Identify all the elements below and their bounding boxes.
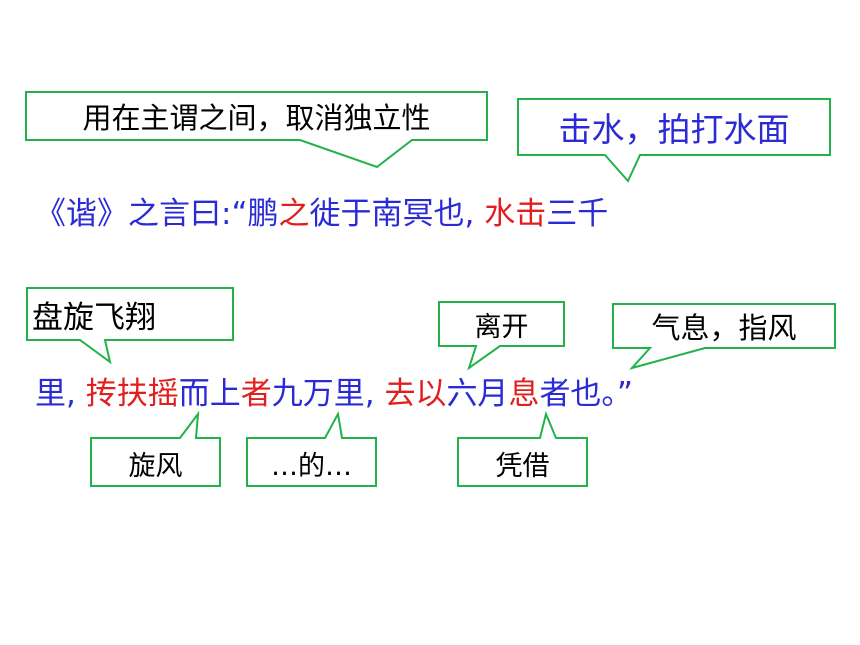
callout-box-fuyao [90, 410, 221, 487]
callout-box-zhi [25, 91, 488, 169]
passage-segment: 抟扶摇 [85, 376, 179, 412]
passage-segment: 水击 [484, 196, 547, 232]
passage-segment: 者 [240, 376, 272, 412]
passage-segment: 去以 [384, 376, 447, 412]
passage-line-1: 《谐》之言曰:“鹏之徙于南冥也, 水击三千 [35, 188, 608, 233]
callout-box-qu [438, 301, 565, 371]
passage-segment: 里, [35, 376, 86, 412]
passage-segment: 《谐》之言曰:“鹏 [35, 196, 279, 232]
passage-segment: 而上 [178, 376, 241, 412]
callout-text-xi: 气息，指风 [651, 311, 797, 345]
passage-line-2: 里, 抟扶摇而上者九万里, 去以六月息者也。” [35, 368, 633, 413]
callout-box-shuiji [517, 98, 831, 183]
callout-text-fuyao: 旋风 [128, 450, 183, 482]
callout-box-yi [457, 410, 588, 487]
passage-segment: 六月 [446, 376, 509, 412]
passage-segment: 之 [278, 196, 310, 232]
callout-text-zhe: …的… [271, 450, 352, 482]
callout-text-tuan: 盘旋飞翔 [32, 299, 156, 336]
passage-segment: 九万里, [271, 376, 385, 412]
callout-text-zhi: 用在主谓之间，取消独立性 [82, 101, 431, 135]
passage-segment: 者也。” [539, 376, 633, 412]
callout-box-xi [612, 303, 836, 370]
callout-text-yi: 凭借 [495, 450, 550, 482]
passage-segment: 息 [508, 376, 540, 412]
callout-text-qu: 离开 [474, 311, 529, 343]
callout-box-tuan [26, 287, 234, 365]
callout-text-shuiji: 击水，拍打水面 [558, 110, 790, 149]
passage-segment: 徙于南冥也, [309, 196, 485, 232]
callout-box-zhe [246, 410, 377, 487]
passage-segment: 三千 [546, 196, 609, 232]
